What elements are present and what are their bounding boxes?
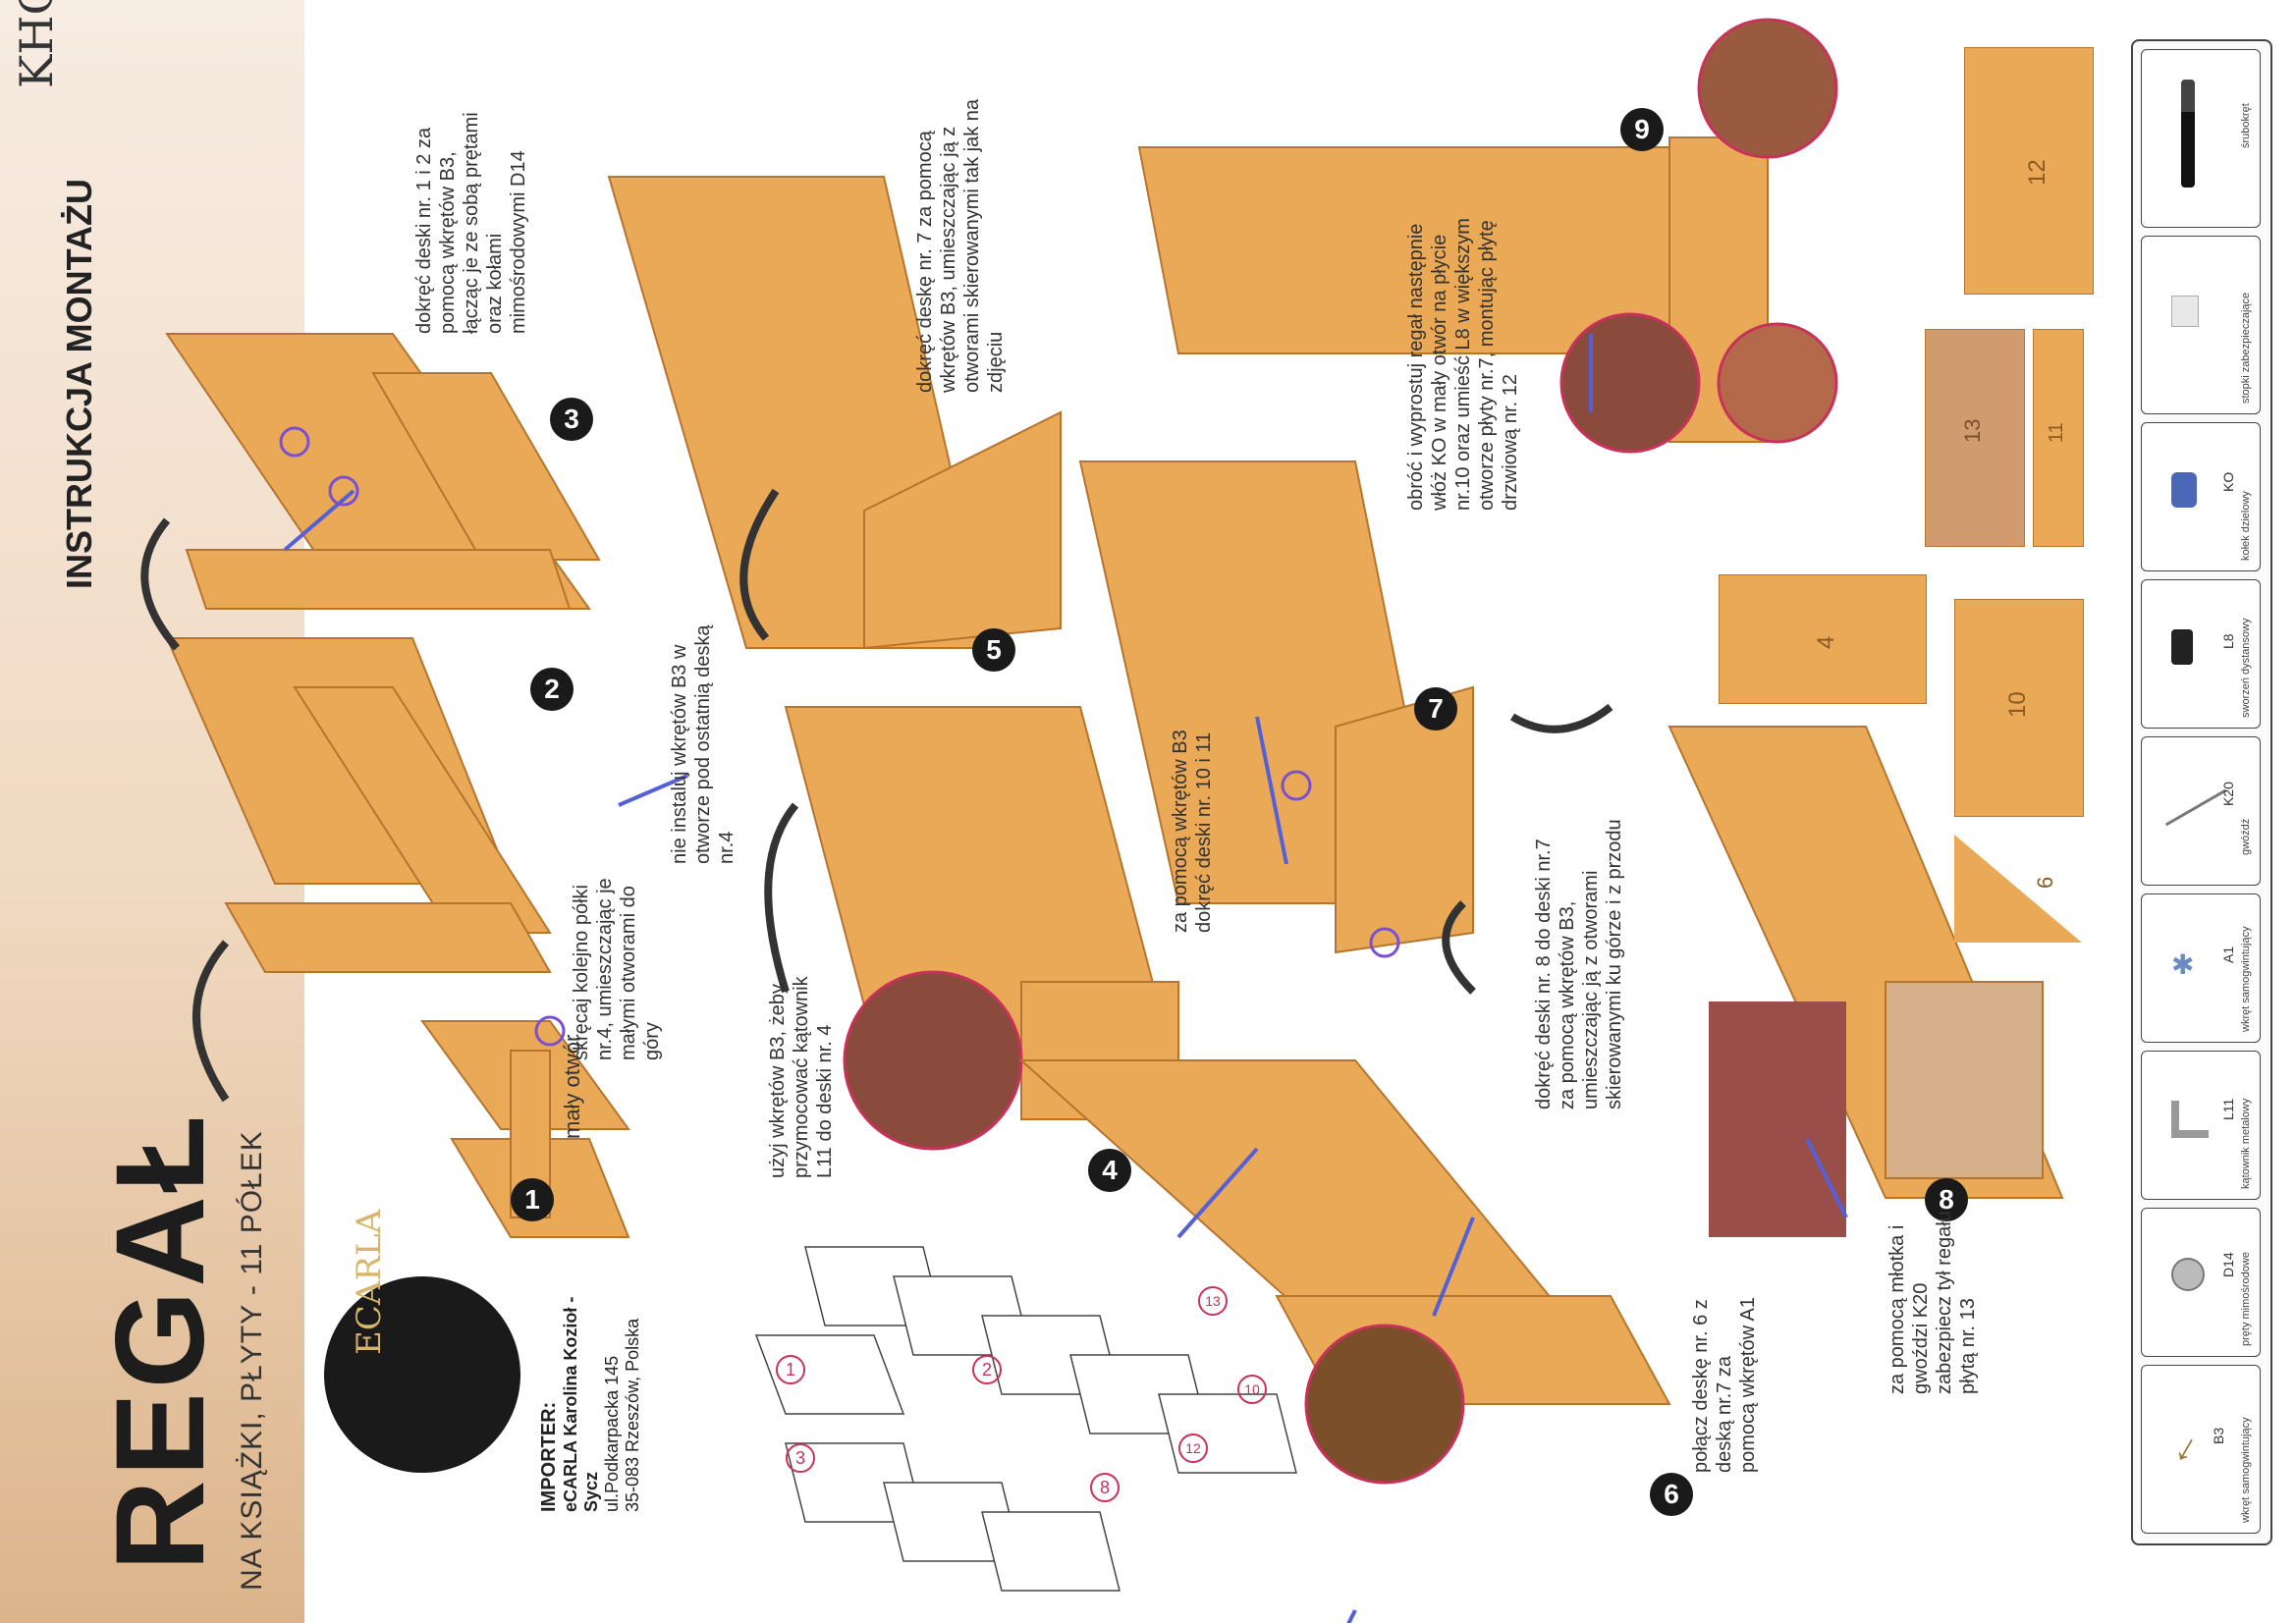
panel-11: 11 [2033,329,2084,547]
hardware-screwdriver: śrubokręt [2141,49,2261,228]
hardware-a1-code: A1 [2220,946,2236,963]
panel-13: 13 [1925,329,2025,547]
step-3-shelf [165,333,601,610]
short-screw-icon: ✱ [2171,949,2195,980]
diagram-label-2: 2 [972,1355,1002,1384]
step-9-detail-circle-3 [1717,322,1838,444]
step-8b-photo [1709,1001,1846,1237]
hardware-d14-code: D14 [2220,1252,2236,1277]
step-number-6: 6 [1650,1473,1693,1516]
step-7-note: za pomocą wkrętów B3 dokręć deski nr. 10… [1170,730,1215,933]
hole-markers [279,426,1400,1047]
step-5-shelf [607,176,1062,650]
hardware-feet: stopki zabezpieczające [2141,236,2261,414]
panel-6 [1954,835,2082,943]
hardware-d14: D14 pręty mimośrodowe [2141,1208,2261,1357]
hardware-a1: ✱ A1 wkręt samogwintujący [2141,893,2261,1043]
arrow-1-2 [192,940,230,1103]
arrow-6-7 [1442,900,1476,995]
hardware-ko-code: KO [2220,471,2236,492]
hardware-l11-name: kątownik metalowy [2240,1098,2252,1189]
step-4-note: użyj wkrętów B3, żeby przymocować kątown… [767,976,836,1178]
diagram-label-3: 3 [786,1443,815,1473]
diagram-label-12: 12 [1178,1434,1208,1463]
step-number-5: 5 [972,628,1015,672]
step-number-4: 4 [1088,1149,1131,1192]
step-2-note: nie instaluj wkrętów B3 w otworze pod os… [669,624,738,865]
panel-4: 4 [1719,574,1927,704]
hardware-b3-code: B3 [2211,1427,2226,1444]
hardware-l11-code: L11 [2220,1098,2236,1120]
diagram-label-1: 1 [776,1355,805,1384]
step-1-shelf [420,1020,630,1238]
panel-11-label: 11 [2046,422,2067,443]
arrow-2-3 [140,517,181,651]
flow-arrows [140,488,1613,1103]
hardware-l8-name: sworzeń dystansowy [2240,618,2252,719]
logo: ECARLA [324,1210,520,1473]
hardware-k20-code: K20 [2220,782,2236,806]
step-8b-note: za pomocą młotka i gwoździ K20 zabezpiec… [1886,1211,1979,1394]
step-8-note: dokręć deski nr. 8 do deski nr.7 za pomo… [1533,819,1625,1109]
diagram-label-8: 8 [1090,1473,1120,1502]
exploded-diagram [754,1246,1297,1592]
step-6-detail-circle [1304,1324,1465,1485]
screw-icon: ← [2152,1418,2210,1475]
step-7-shelf [1078,460,1474,954]
step-3-note: dokręć deski nr. 1 i 2 za pomocą wkrętów… [413,112,529,334]
diagram-panel [1158,1393,1297,1474]
panel-4-label: 4 [1813,635,1839,649]
diagram-panel [981,1511,1121,1592]
panel-12-label: 12 [2024,159,2050,186]
step-number-9: 9 [1620,108,1664,151]
hardware-feet-name: stopki zabezpieczające [2240,292,2252,404]
step-9-detail-circle-2 [1697,18,1838,159]
arrow-7-8 [1509,703,1613,733]
hardware-screwdriver-name: śrubokręt [2240,103,2252,148]
hardware-ko-name: kołek dzielowy [2240,491,2252,561]
panel-10-label: 10 [2004,691,2031,718]
diagram-label-13: 13 [1198,1286,1228,1316]
blue-arrows [283,334,1848,1623]
step-number-3: 3 [550,398,593,441]
step-6-note: połącz deskę nr. 6 z deską nr.7 za pomoc… [1690,1297,1759,1473]
step-5-note: dokręć deskę nr. 7 za pomocą wkrętów B3,… [914,99,1007,393]
step-4-detail-circle [843,970,1023,1151]
screwdriver-icon [2181,80,2195,188]
nail-icon [2164,788,2227,827]
hardware-k20-name: gwóźdź [2240,818,2252,855]
hardware-k20: K20 gwóźdź [2141,736,2261,886]
arrow-3-4 [764,802,799,994]
step-8-shelf [1667,726,2064,1199]
foot-icon [2171,296,2199,327]
step-1-callout: mały otwór [560,1034,584,1139]
step-2-shelf [165,637,552,973]
step-number-8: 8 [1925,1178,1968,1221]
hardware-b3-name: wkręt samogwintujący [2240,1417,2252,1523]
arrow-4-5 [739,488,780,641]
panel-10: 10 [1954,599,2084,817]
step-9-note: obróć i wyprostuj regał następnie włóż K… [1405,218,1521,511]
panel-12: 12 [1964,47,2094,295]
bracket-icon [2171,1101,2209,1138]
step-number-2: 2 [530,668,574,711]
step-9-detail-circle-1 [1559,312,1701,454]
hardware-ko: KO kołek dzielowy [2141,422,2261,571]
hardware-l8-code: L8 [2220,633,2236,649]
diagram-label-10: 10 [1237,1375,1267,1404]
hardware-l11: L11 kątownik metalowy [2141,1051,2261,1200]
panel-13-label: 13 [1960,418,1985,443]
hardware-b3: ← B3 wkręt samogwintujący [2141,1365,2261,1534]
hardware-d14-name: pręty mimośrodowe [2240,1252,2252,1346]
step-number-1: 1 [511,1178,554,1221]
cam-lock-icon [2171,1258,2205,1291]
step-1-note: skręcaj kolejno półki nr.4, umieszczając… [571,878,663,1060]
panel-6-label: 6 [2033,876,2057,889]
step-number-7: 7 [1414,687,1457,730]
peg-icon [2171,472,2197,508]
dowel-icon [2171,629,2193,665]
hardware-a1-name: wkręt samogwintujący [2240,926,2252,1032]
hardware-l8: L8 sworzeń dystansowy [2141,579,2261,729]
